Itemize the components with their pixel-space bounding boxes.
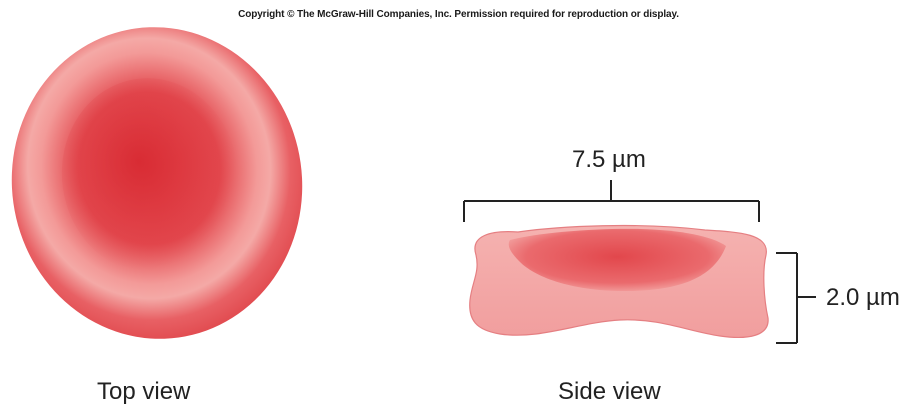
height-bracket bbox=[776, 253, 816, 343]
thickness-label: 2.0 µm bbox=[826, 284, 900, 312]
top-view-cell bbox=[0, 8, 322, 357]
width-bracket bbox=[464, 180, 759, 222]
top-view-caption: Top view bbox=[97, 378, 190, 406]
side-view-caption: Side view bbox=[558, 378, 661, 406]
side-view-cell bbox=[470, 226, 768, 338]
diameter-label: 7.5 µm bbox=[572, 146, 646, 174]
